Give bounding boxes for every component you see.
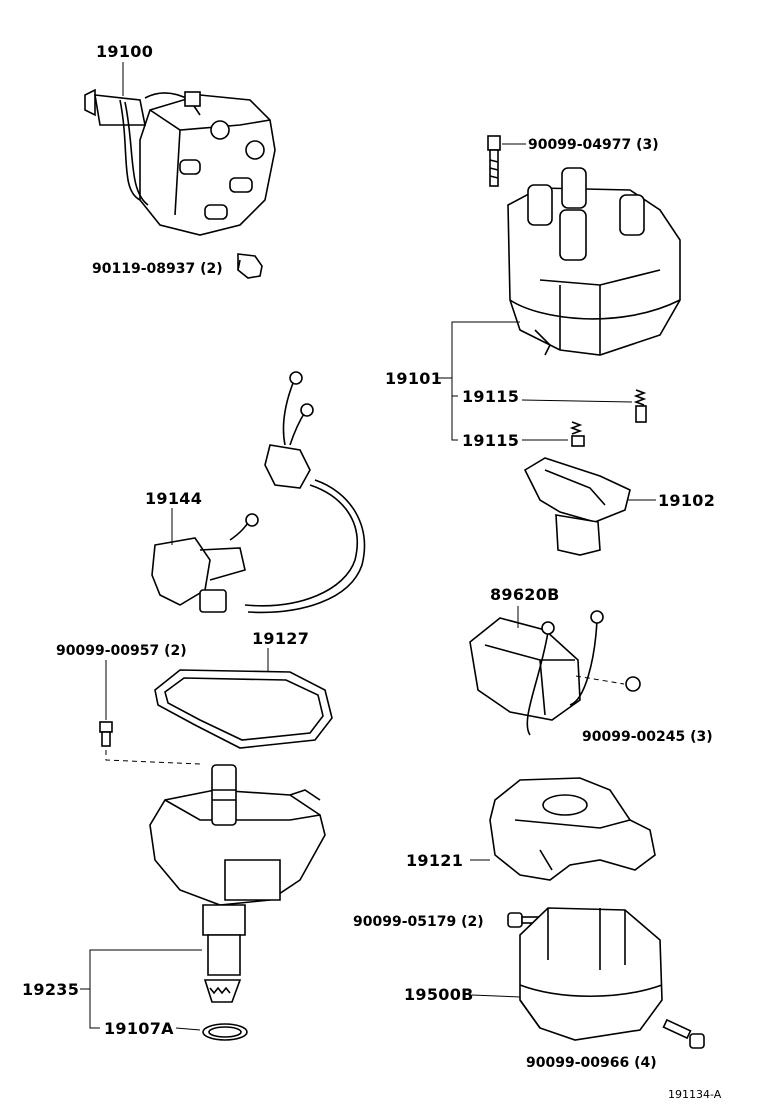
label-90099-05179: 90099-05179 (2) [353, 914, 484, 930]
label-19107a: 19107A [104, 1019, 174, 1038]
gasket [154, 669, 333, 749]
label-19115-a: 19115 [462, 387, 519, 406]
screw-90099-00245 [625, 676, 641, 692]
label-90099-00957: 90099-00957 (2) [56, 643, 187, 659]
rotor [523, 457, 631, 556]
label-19144: 19144 [145, 489, 202, 508]
leader-19115-a [521, 399, 633, 403]
guide-90099-00245 [575, 675, 625, 685]
screw-90099-00957 [99, 721, 113, 747]
bracket-19235 [89, 949, 202, 1029]
label-89620b: 89620B [490, 585, 560, 604]
label-90119-08937: 90119-08937 (2) [92, 261, 223, 277]
pickup-harness [151, 371, 366, 614]
screw-90099-04977 [487, 135, 501, 187]
label-90099-00245: 90099-00245 (3) [582, 729, 713, 745]
dust-cover [489, 777, 656, 881]
label-90099-04977: 90099-04977 (3) [528, 137, 659, 153]
distributor-housing [149, 764, 326, 1003]
guide-90099-00957 [105, 750, 201, 765]
label-19102: 19102 [658, 491, 715, 510]
label-19121: 19121 [406, 851, 463, 870]
label-19115-b: 19115 [462, 431, 519, 450]
bolt-90119 [237, 253, 263, 279]
igniter [469, 610, 604, 736]
leader-19500b [471, 994, 521, 998]
carbon-spring-b [569, 421, 585, 447]
screw-90099-00966 [662, 1018, 705, 1049]
figure-id: 191134-A [668, 1088, 722, 1101]
leader-19107a [175, 1027, 201, 1031]
label-19127: 19127 [252, 629, 309, 648]
label-19500b: 19500B [404, 985, 474, 1004]
distributor-cap [507, 167, 681, 356]
label-90099-00966: 90099-00966 (4) [526, 1055, 657, 1071]
label-19101: 19101 [385, 369, 442, 388]
distributor-assembly [84, 88, 276, 236]
ignition-coil [519, 907, 663, 1041]
label-19235: 19235 [22, 980, 79, 999]
o-ring [202, 1023, 248, 1041]
label-19100: 19100 [96, 42, 153, 61]
carbon-spring-a [633, 389, 647, 423]
bracket-19101 [451, 321, 520, 441]
